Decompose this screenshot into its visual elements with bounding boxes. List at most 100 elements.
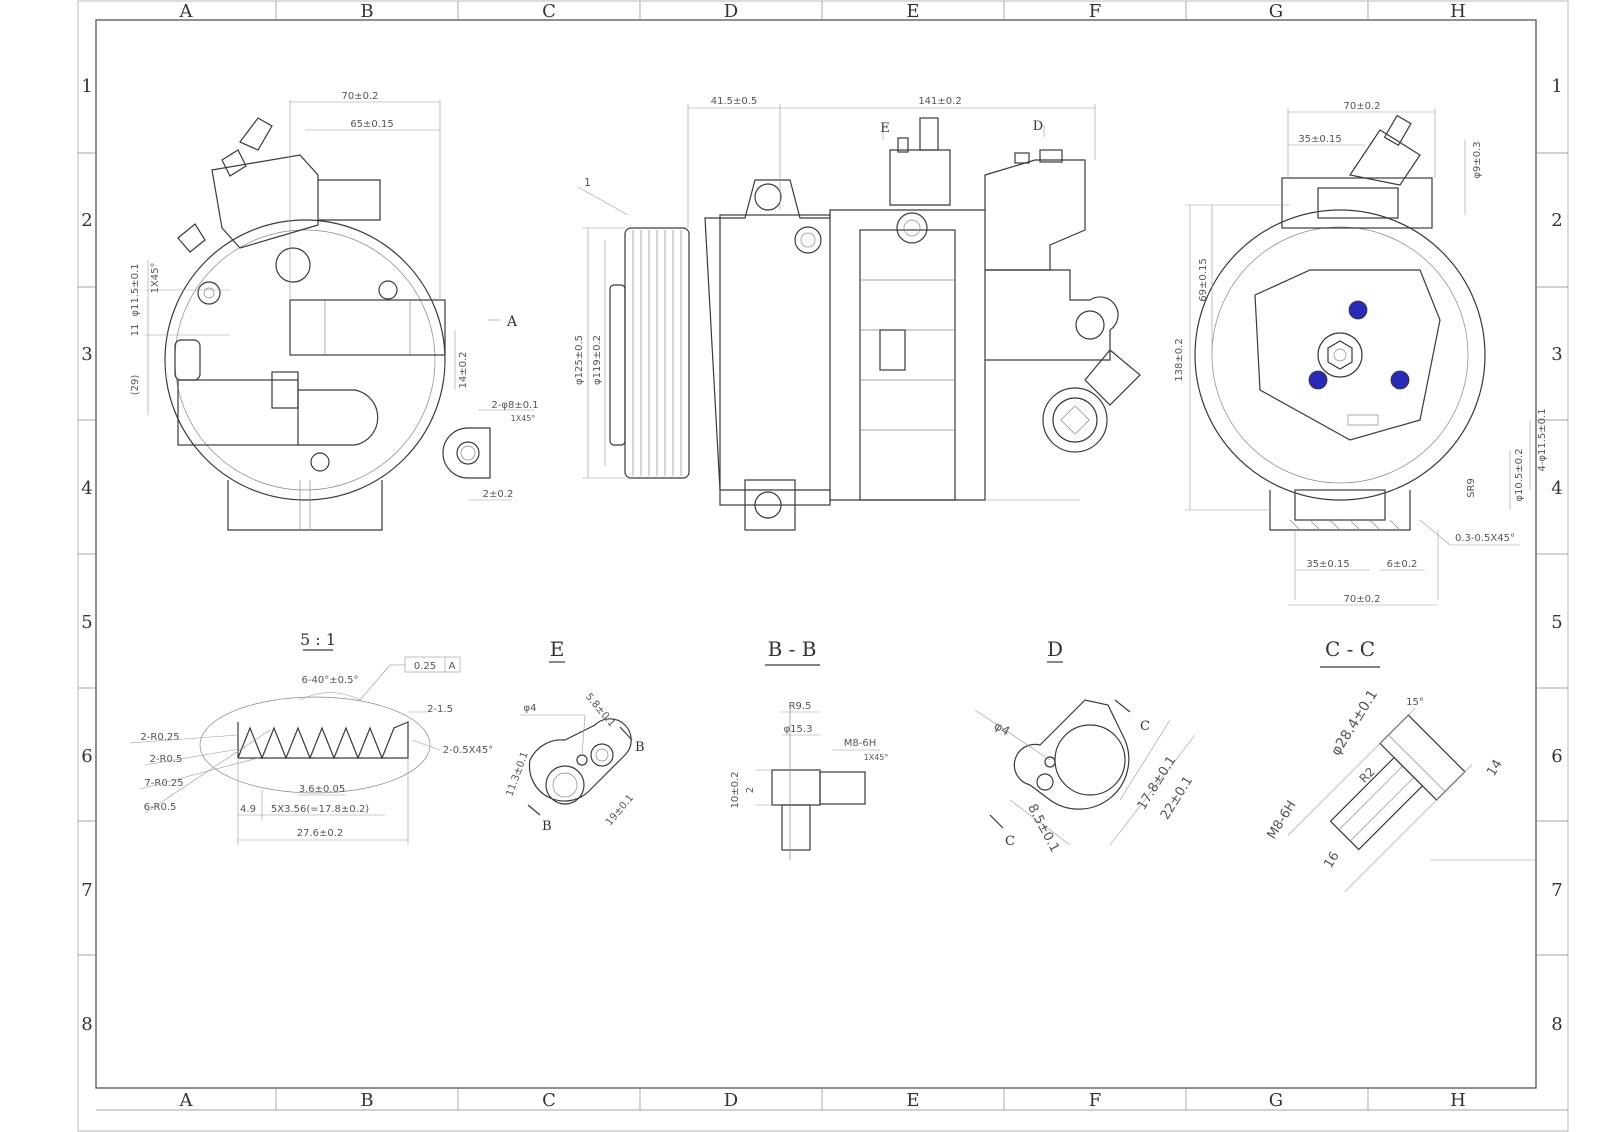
row-label-right: 8: [1551, 1014, 1562, 1035]
dim-chamfer-0-3: 0.3-0.5X45°: [1455, 533, 1515, 544]
row-label-left: 7: [81, 880, 92, 901]
dim-phi15-3: φ15.3: [784, 724, 813, 735]
dim-6-r0-5: 6-R0.5: [144, 802, 177, 813]
row-labels-right: 1 2 3 4 5 6 7 8: [1551, 76, 1562, 1035]
dim-27-6: 27.6±0.2: [297, 828, 344, 839]
dim-6: 6±0.2: [1387, 559, 1418, 570]
dim-19: 19±0.1: [604, 793, 636, 828]
dim-sr9: SR9: [1466, 478, 1477, 498]
col-label-bottom: F: [1089, 1090, 1102, 1111]
row-dividers: [78, 152, 1568, 956]
dim-phi28-4: φ28.4±0.1: [1328, 687, 1381, 759]
dim-chamfer: 1X45°: [150, 263, 161, 294]
dim-phi9: φ9±0.3: [1472, 141, 1483, 178]
view-e-detail: E φ4 11.3±0.1 5.8±0.1 19±0.1 B B: [505, 637, 645, 834]
pulley-profile-detail: 5 : 1 27.6±0.2 4.9 5X3.56(=17.8±0.2) 3.6…: [129, 630, 493, 845]
dim-6-40deg: 6-40°±0.5°: [302, 675, 359, 686]
left-side-view: 70±0.2 65±0.15 φ11.5±0.1 1X45° 11 (29) 1…: [130, 91, 539, 531]
section-marker-b: B: [635, 740, 645, 755]
dim-16-cc: 16: [1321, 849, 1342, 871]
dim-14-cc: 14: [1484, 757, 1505, 779]
col-label-top: C: [542, 1, 556, 22]
dim-35-top: 35±0.15: [1298, 134, 1341, 145]
row-label-left: 3: [81, 344, 92, 365]
row-label-right: 3: [1551, 344, 1562, 365]
dim-phi10-5: φ10.5±0.2: [1514, 448, 1525, 501]
col-label-bottom: C: [542, 1090, 556, 1111]
dim-5x3-56: 5X3.56(=17.8±0.2): [271, 804, 369, 815]
dim-phi125: φ125±0.5: [574, 335, 585, 385]
row-label-right: 6: [1551, 746, 1562, 767]
dim-14: 14±0.2: [458, 351, 469, 388]
inner-frame: [95, 19, 1537, 1089]
column-dividers: [96, 1, 1568, 1111]
dim-11: 11: [130, 324, 141, 337]
col-label-bottom: A: [179, 1090, 194, 1111]
dim-2-r0-25: 2-R0.25: [140, 732, 179, 743]
dim-2-1-5: 2-1.5: [427, 704, 453, 715]
view-marker-d: D: [1033, 119, 1043, 134]
row-label-left: 2: [81, 210, 92, 231]
dim-chamfer-2: 1X45°: [511, 414, 536, 423]
dim-m8-6h-cc: M8-6H: [1264, 798, 1299, 842]
col-label-bottom: H: [1450, 1090, 1466, 1111]
col-label-top: H: [1450, 1, 1466, 22]
dim-10: 10±0.2: [730, 771, 741, 808]
section-marker-c: C: [1140, 719, 1150, 734]
row-label-right: 2: [1551, 210, 1562, 231]
dim-3-6: 3.6±0.05: [299, 784, 346, 795]
row-label-left: 6: [81, 746, 92, 767]
front-view: 1 E D: [574, 96, 1141, 531]
row-label-left: 4: [81, 478, 92, 499]
column-labels-top: A B C D E F G H: [179, 1, 1466, 22]
dim-2-phi8: 2-φ8±0.1: [491, 400, 538, 411]
dim-15deg: 15°: [1406, 697, 1424, 708]
dim-phi4-d: φ4: [992, 719, 1012, 739]
dim-2-bb: 2: [745, 787, 756, 793]
dim-2-r0-5: 2-R0.5: [150, 754, 183, 765]
col-label-top: G: [1269, 1, 1283, 22]
outer-frame: [77, 0, 1569, 1132]
view-marker-e: E: [880, 121, 890, 136]
dim-141: 141±0.2: [918, 96, 961, 107]
col-label-top: D: [724, 1, 738, 22]
bolt-icon: [1390, 370, 1410, 390]
dim-69: 69±0.15: [1198, 258, 1209, 301]
row-label-right: 4: [1551, 478, 1562, 499]
dim-4-9: 4.9: [240, 804, 256, 815]
dim-70-bottom: 70±0.2: [1343, 594, 1380, 605]
section-cc-detail: C - C φ28.4±0.1 15° R2 M8-6H 14 16: [1264, 637, 1535, 893]
dim-phi119: φ119±0.2: [592, 335, 603, 385]
view-title-cc: C - C: [1325, 637, 1375, 661]
column-labels-bottom: A B C D E F G H: [179, 1090, 1466, 1111]
view-title-e: E: [550, 637, 565, 661]
dim-35-bottom: 35±0.15: [1306, 559, 1349, 570]
view-marker-a: A: [506, 314, 518, 330]
view-d-detail: D φ4 C C 17.8±0.1 22±0.1 8.5±0.1: [974, 637, 1196, 855]
dim-r9-5: R9.5: [789, 701, 812, 712]
dim-138: 138±0.2: [1174, 338, 1185, 381]
tolerance-value: 0.25: [414, 661, 436, 672]
dim-7-r0-25: 7-R0.25: [144, 778, 183, 789]
section-marker-b: B: [542, 819, 552, 834]
bolt-icon: [1348, 300, 1368, 320]
col-label-top: F: [1089, 1, 1102, 22]
dim-70: 70±0.2: [341, 91, 378, 102]
scale-label: 5 : 1: [300, 630, 336, 649]
col-label-top: A: [179, 1, 194, 22]
dim-41-5: 41.5±0.5: [711, 96, 758, 107]
row-label-right: 7: [1551, 880, 1562, 901]
row-label-left: 1: [81, 76, 92, 97]
dim-2-0-5x45: 2-0.5X45°: [443, 745, 493, 756]
dim-70-top: 70±0.2: [1343, 101, 1380, 112]
dim-phi4: φ4: [524, 703, 537, 714]
dim-8-5: 8.5±0.1: [1024, 802, 1062, 855]
col-label-bottom: G: [1269, 1090, 1283, 1111]
col-label-top: E: [906, 1, 919, 22]
col-label-bottom: D: [724, 1090, 738, 1111]
row-label-left: 5: [81, 612, 92, 633]
row-label-right: 5: [1551, 612, 1562, 633]
tolerance-ref: A: [449, 661, 456, 672]
callout-1: 1: [584, 176, 591, 189]
